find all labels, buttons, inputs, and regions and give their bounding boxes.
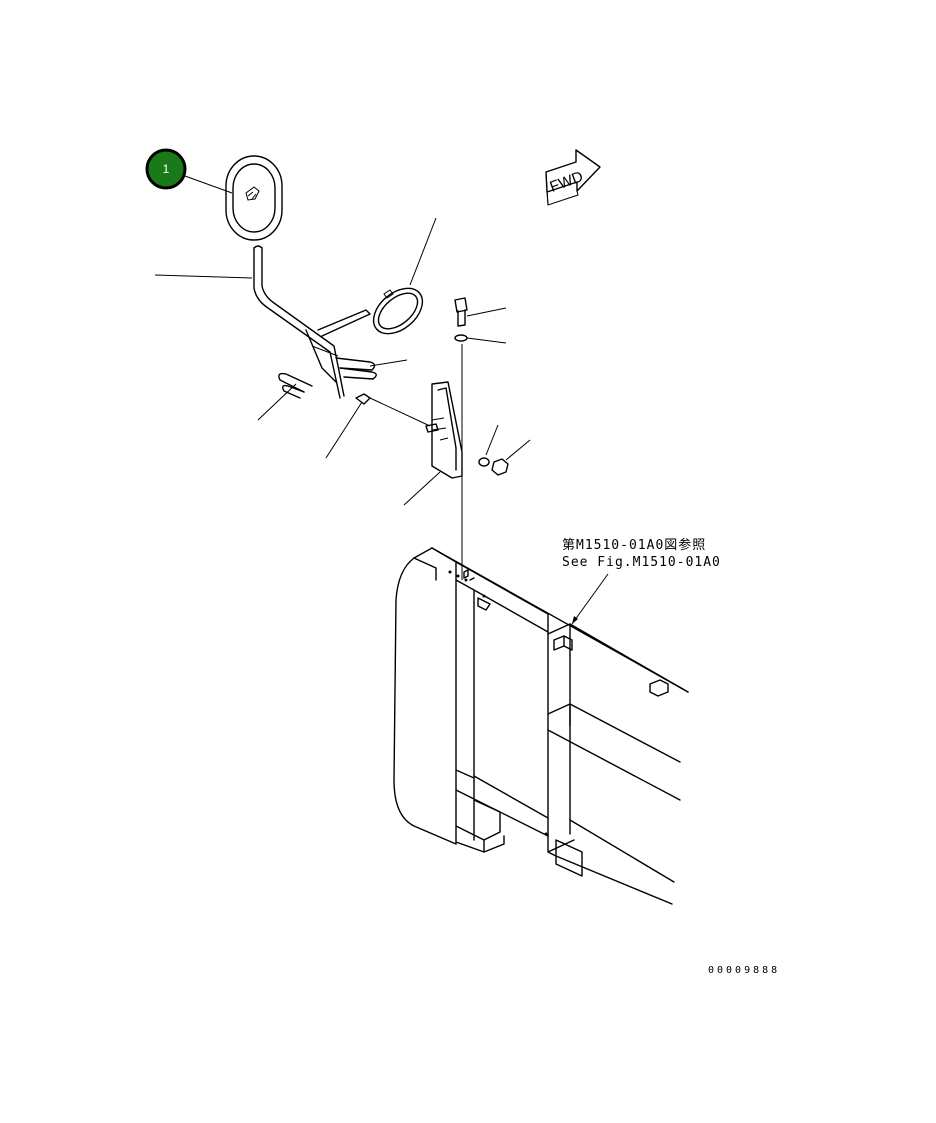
mirror-part bbox=[225, 155, 283, 241]
reference-note-jp: 第M1510-01A0図参照 bbox=[562, 537, 706, 553]
callout-1-circle[interactable] bbox=[145, 148, 187, 190]
reference-leader bbox=[571, 573, 609, 625]
mirror-stay bbox=[154, 245, 371, 399]
frame-structure bbox=[393, 547, 689, 905]
bolt bbox=[454, 297, 507, 327]
reference-note-en: See Fig.M1510-01A0 bbox=[562, 555, 721, 570]
fwd-label: FWD bbox=[548, 168, 586, 196]
mirror-bracket bbox=[403, 344, 463, 580]
clip bbox=[325, 393, 431, 459]
washer-top bbox=[454, 334, 507, 344]
callout-1-label: 1 bbox=[163, 162, 170, 176]
lock-washer bbox=[478, 424, 499, 467]
fwd-arrow-icon: FWD bbox=[545, 149, 601, 206]
nut bbox=[491, 439, 531, 476]
clamp-ring bbox=[372, 217, 437, 335]
callout-1[interactable]: 1 bbox=[145, 148, 233, 194]
u-bolt-lower bbox=[257, 372, 313, 421]
u-bolt-upper bbox=[335, 357, 408, 380]
drawing-code: 00009888 bbox=[708, 965, 780, 976]
